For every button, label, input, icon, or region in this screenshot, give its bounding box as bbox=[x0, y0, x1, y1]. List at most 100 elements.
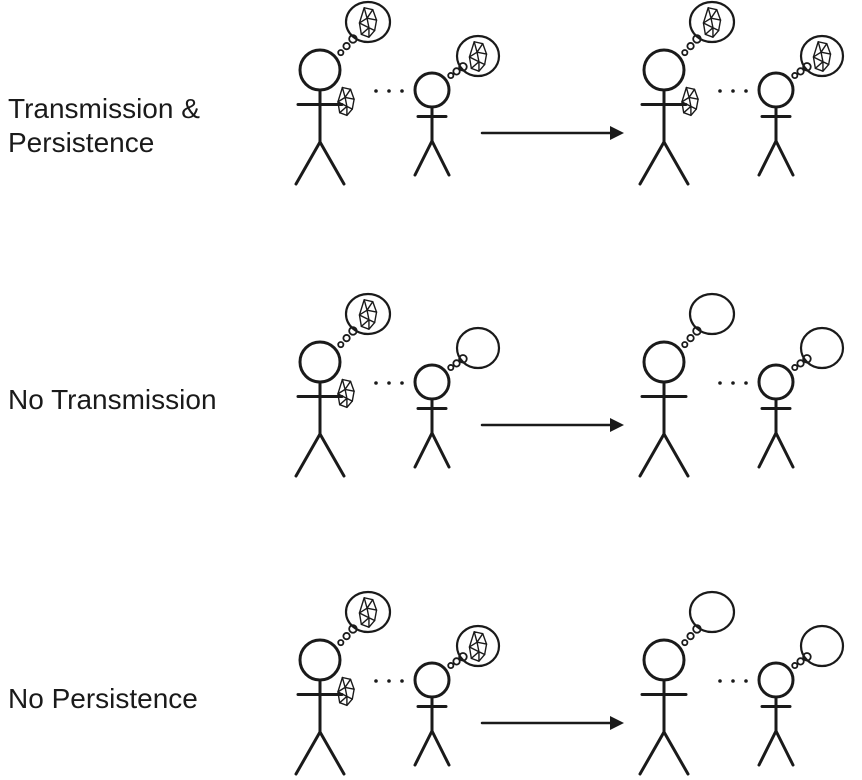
gaze-dot bbox=[374, 381, 378, 385]
thought-dot bbox=[686, 632, 695, 641]
thought-bubble-outline bbox=[688, 292, 736, 336]
row-label-no-transmission: No Transmission bbox=[8, 383, 217, 417]
figure-head bbox=[298, 48, 342, 92]
gaze-dot bbox=[731, 89, 735, 93]
thought-dot bbox=[796, 657, 805, 666]
thought-bubble bbox=[337, 292, 392, 349]
figure-head bbox=[757, 71, 795, 109]
scene bbox=[638, 0, 845, 186]
row-label-line1: No Transmission bbox=[8, 384, 217, 415]
gaze-dot bbox=[731, 679, 735, 683]
thought-bubble-outline bbox=[344, 590, 392, 634]
thought-dot bbox=[681, 341, 689, 349]
thought-dot bbox=[452, 657, 461, 666]
figure-leg-left bbox=[413, 139, 434, 177]
gaze-dot bbox=[400, 381, 404, 385]
figure-head bbox=[298, 340, 342, 384]
adult-figure bbox=[294, 48, 346, 186]
figure-head bbox=[298, 638, 342, 682]
stone-tool-icon bbox=[468, 41, 488, 72]
gaze-dots bbox=[718, 679, 748, 683]
figure-head bbox=[642, 638, 686, 682]
stone-tool-icon bbox=[468, 631, 488, 662]
gaze-dot bbox=[731, 381, 735, 385]
thought-dot bbox=[342, 632, 351, 641]
thought-dot bbox=[447, 364, 455, 372]
right-arrow-icon bbox=[480, 126, 624, 140]
figure-leg-left bbox=[638, 730, 666, 776]
stone-tool-icon bbox=[358, 299, 378, 330]
thought-dot bbox=[686, 42, 695, 51]
figure-leg-right bbox=[318, 432, 346, 478]
thought-bubble bbox=[791, 326, 845, 372]
adult-figure bbox=[638, 638, 690, 776]
stone-tool-icon bbox=[681, 86, 699, 117]
thought-bubble-outline bbox=[799, 34, 845, 78]
thought-bubble bbox=[681, 590, 736, 647]
thought-bubble bbox=[447, 326, 501, 372]
stone-tool-icon bbox=[337, 378, 355, 409]
thought-dot bbox=[681, 639, 689, 647]
figure-leg-left bbox=[294, 140, 322, 186]
gaze-dot bbox=[718, 89, 722, 93]
thought-dot bbox=[686, 334, 695, 343]
thought-bubble bbox=[337, 590, 392, 647]
thought-bubble-outline bbox=[688, 590, 736, 634]
child-figure bbox=[757, 363, 795, 469]
thought-bubble bbox=[337, 0, 392, 57]
gaze-dot bbox=[744, 679, 748, 683]
row-label-no-persistence: No Persistence bbox=[8, 682, 198, 716]
thought-dot bbox=[447, 72, 455, 80]
thought-bubble-outline bbox=[344, 292, 392, 336]
scene bbox=[638, 292, 845, 478]
figure-head bbox=[642, 48, 686, 92]
thought-bubble-outline bbox=[799, 326, 845, 370]
gaze-dots bbox=[718, 89, 748, 93]
figure-head bbox=[642, 340, 686, 384]
thought-dot bbox=[337, 49, 345, 57]
child-figure bbox=[413, 71, 451, 177]
figure-leg-right bbox=[774, 139, 795, 177]
figure-leg-left bbox=[638, 432, 666, 478]
figure-leg-right bbox=[662, 730, 690, 776]
stone-tool-icon bbox=[358, 597, 378, 628]
adult-figure bbox=[294, 638, 346, 776]
figure-leg-right bbox=[318, 730, 346, 776]
figure-leg-left bbox=[757, 139, 778, 177]
thought-dot bbox=[447, 662, 455, 670]
adult-figure bbox=[638, 340, 690, 478]
figure-leg-left bbox=[757, 729, 778, 767]
thought-bubble bbox=[681, 0, 736, 57]
scene bbox=[638, 590, 845, 776]
thought-dot bbox=[796, 359, 805, 368]
scene bbox=[294, 590, 501, 776]
figure-leg-right bbox=[774, 431, 795, 469]
figure-leg-right bbox=[430, 139, 451, 177]
gaze-dots bbox=[374, 89, 404, 93]
gaze-dot bbox=[744, 381, 748, 385]
thought-dot bbox=[342, 42, 351, 51]
figure-head bbox=[413, 661, 451, 699]
figure-leg-right bbox=[430, 431, 451, 469]
gaze-dots bbox=[374, 381, 404, 385]
arrow-head bbox=[610, 418, 624, 432]
child-figure bbox=[757, 661, 795, 767]
figure-leg-right bbox=[774, 729, 795, 767]
row-label-line1: Transmission & bbox=[8, 93, 200, 124]
figure-head bbox=[757, 661, 795, 699]
arrow-head bbox=[610, 716, 624, 730]
diagram-row-3 bbox=[294, 590, 845, 776]
figure-leg-right bbox=[430, 729, 451, 767]
figure-leg-left bbox=[638, 140, 666, 186]
gaze-dot bbox=[400, 89, 404, 93]
figure-head bbox=[413, 363, 451, 401]
row-label-line2: Persistence bbox=[8, 127, 155, 158]
gaze-dot bbox=[387, 381, 391, 385]
scene bbox=[294, 292, 501, 478]
stone-tool-icon bbox=[702, 7, 722, 38]
thought-bubble bbox=[447, 624, 501, 670]
thought-dot bbox=[452, 359, 461, 368]
adult-figure bbox=[638, 48, 690, 186]
figure-head bbox=[413, 71, 451, 109]
